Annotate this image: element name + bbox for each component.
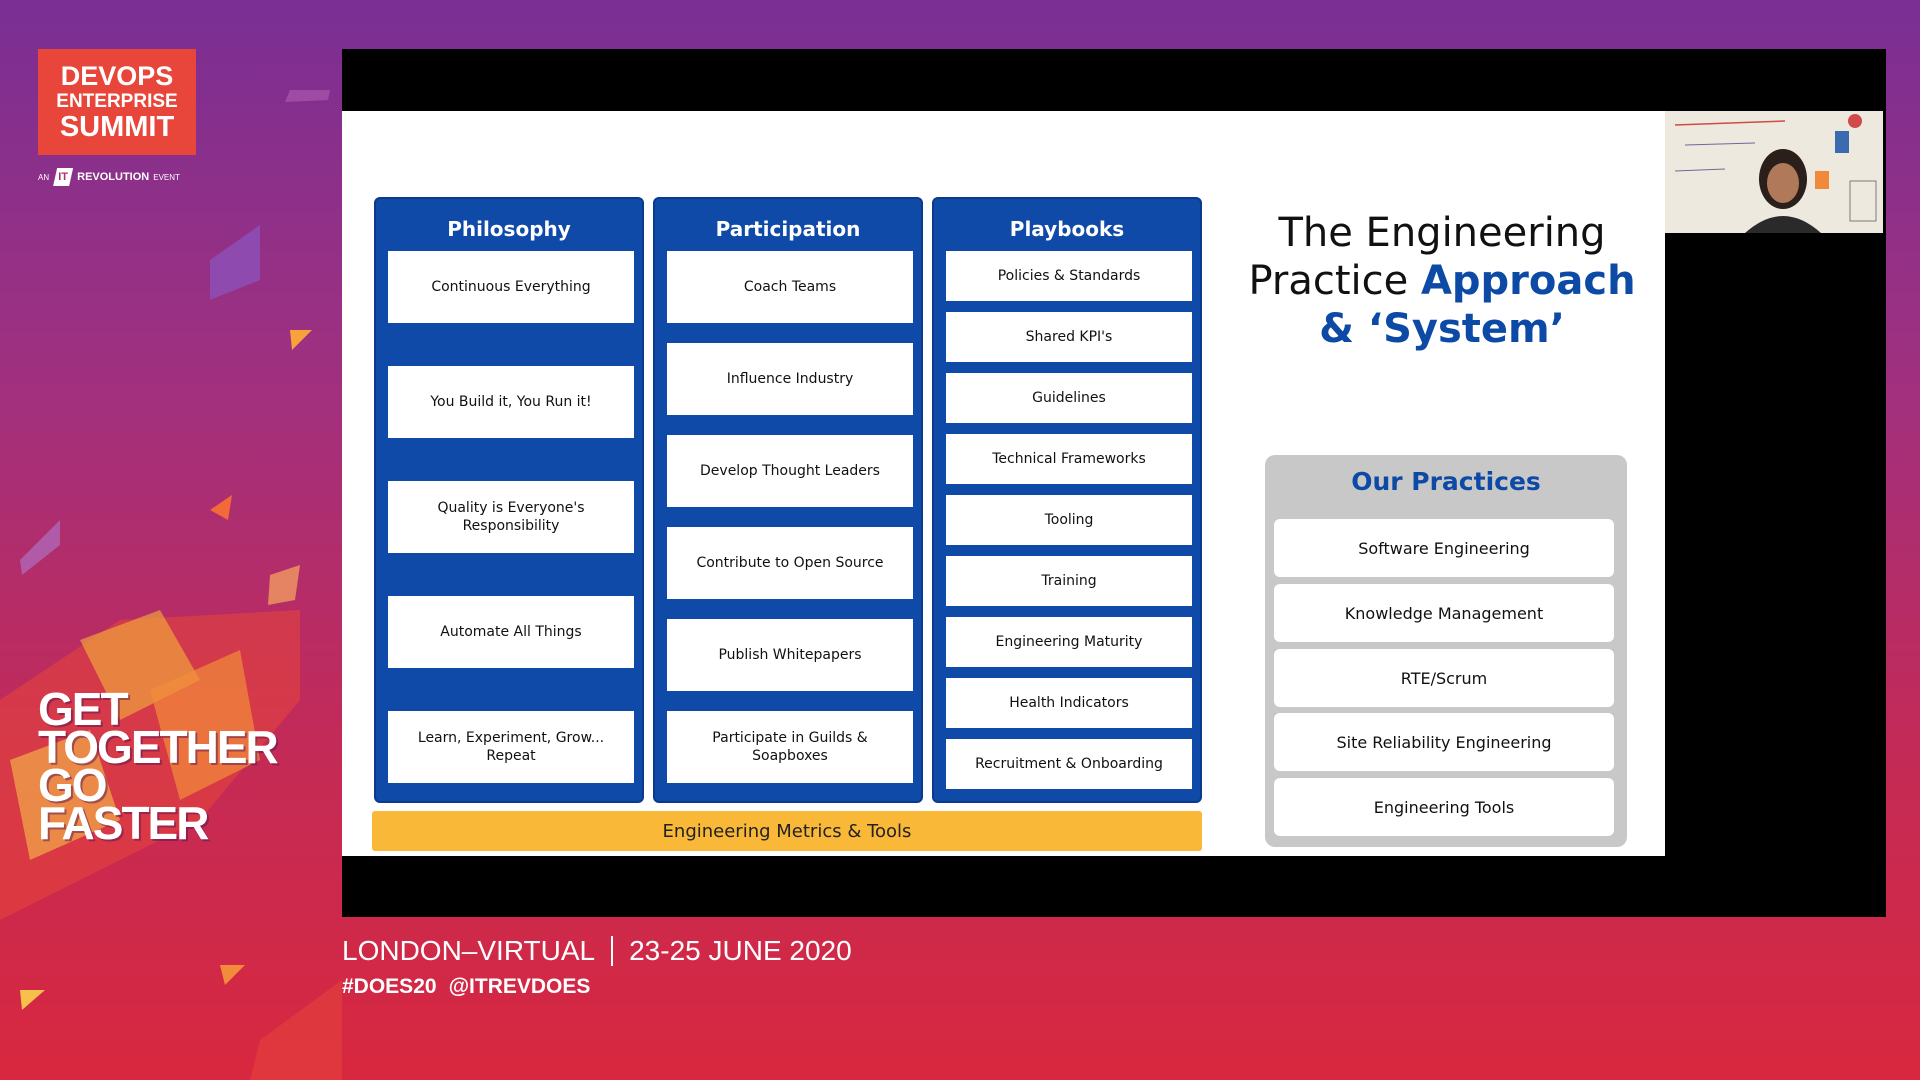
divider	[611, 936, 614, 966]
video-frame: Philosophy Continuous Everything You Bui…	[342, 49, 1886, 917]
playbooks-item: Tooling	[946, 495, 1192, 545]
playbooks-item: Policies & Standards	[946, 251, 1192, 301]
speaker-video-icon	[1665, 111, 1883, 233]
event-handle: @ITREVDOES	[448, 975, 591, 998]
tagline-line: TOGETHER	[38, 721, 279, 773]
it-revolution-icon: IT	[53, 168, 74, 186]
logo-line-2: ENTERPRISE	[56, 90, 178, 112]
tagline-line: GO	[38, 759, 108, 811]
event-location: LONDON–VIRTUAL	[342, 935, 596, 966]
logo-sub-event: EVENT	[153, 172, 180, 182]
speaker-webcam	[1665, 111, 1883, 233]
playbooks-item: Recruitment & Onboarding	[946, 739, 1192, 789]
participation-item: Develop Thought Leaders	[667, 435, 913, 507]
presentation-slide: Philosophy Continuous Everything You Bui…	[342, 111, 1665, 856]
philosophy-item: Automate All Things	[388, 596, 634, 668]
slide-title-accent: Approach	[1420, 258, 1636, 304]
playbooks-item: Engineering Maturity	[946, 617, 1192, 667]
practice-item: Software Engineering	[1274, 519, 1614, 577]
tagline-line: GET	[38, 683, 129, 735]
logo-subtitle: AN IT REVOLUTION EVENT	[38, 168, 198, 186]
column-playbooks: Playbooks Policies & Standards Shared KP…	[932, 197, 1202, 803]
tagline-line: FASTER	[38, 797, 209, 849]
background-shards	[0, 90, 342, 1080]
participation-item: Contribute to Open Source	[667, 527, 913, 599]
event-dates: 23-25 JUNE 2020	[629, 935, 852, 966]
slide-title-line: & ‘System’	[1319, 306, 1565, 352]
participation-item: Publish Whitepapers	[667, 619, 913, 691]
tagline: GET TOGETHER GO FASTER	[38, 683, 279, 849]
column-title: Participation	[715, 217, 861, 241]
slide-title: The Engineering Practice Approach & ‘Sys…	[1232, 209, 1652, 353]
philosophy-item: Continuous Everything	[388, 251, 634, 323]
column-title: Philosophy	[447, 217, 571, 241]
column-philosophy: Philosophy Continuous Everything You Bui…	[374, 197, 644, 803]
practices-title: Our Practices	[1351, 467, 1541, 496]
playbooks-item: Technical Frameworks	[946, 434, 1192, 484]
playbooks-item: Guidelines	[946, 373, 1192, 423]
event-hashtag: #DOES20	[342, 975, 437, 998]
participation-item: Participate in Guilds & Soapboxes	[667, 711, 913, 783]
column-title: Playbooks	[1009, 217, 1125, 241]
devops-enterprise-summit-logo: DEVOPS ENTERPRISE SUMMIT	[38, 49, 196, 155]
logo-line-3: SUMMIT	[59, 110, 175, 143]
event-social: #DOES20 @ITREVDOES	[342, 975, 590, 999]
engineering-metrics-bar: Engineering Metrics & Tools	[372, 811, 1202, 851]
practice-item: Engineering Tools	[1274, 778, 1614, 836]
philosophy-item: Quality is Everyone's Responsibility	[388, 481, 634, 553]
participation-item: Coach Teams	[667, 251, 913, 323]
slide-title-line: The Engineering	[1278, 210, 1606, 256]
slide-title-line: Practice Approach	[1232, 257, 1652, 305]
logo-sub-revolution: REVOLUTION	[77, 171, 150, 183]
playbooks-item: Training	[946, 556, 1192, 606]
our-practices-panel: Our Practices Software Engineering Knowl…	[1265, 455, 1627, 847]
playbooks-item: Health Indicators	[946, 678, 1192, 728]
logo-line-1: DEVOPS	[60, 60, 174, 91]
participation-item: Influence Industry	[667, 343, 913, 415]
slide-title-plain: Practice	[1248, 258, 1421, 304]
philosophy-item: You Build it, You Run it!	[388, 366, 634, 438]
logo-sub-an: AN	[38, 172, 50, 182]
column-participation: Participation Coach Teams Influence Indu…	[653, 197, 923, 803]
philosophy-item: Learn, Experiment, Grow... Repeat	[388, 711, 634, 783]
practice-item: Knowledge Management	[1274, 584, 1614, 642]
practice-item: RTE/Scrum	[1274, 649, 1614, 707]
event-location-dates: LONDON–VIRTUAL 23-25 JUNE 2020	[342, 935, 852, 967]
practice-item: Site Reliability Engineering	[1274, 713, 1614, 771]
playbooks-item: Shared KPI's	[946, 312, 1192, 362]
